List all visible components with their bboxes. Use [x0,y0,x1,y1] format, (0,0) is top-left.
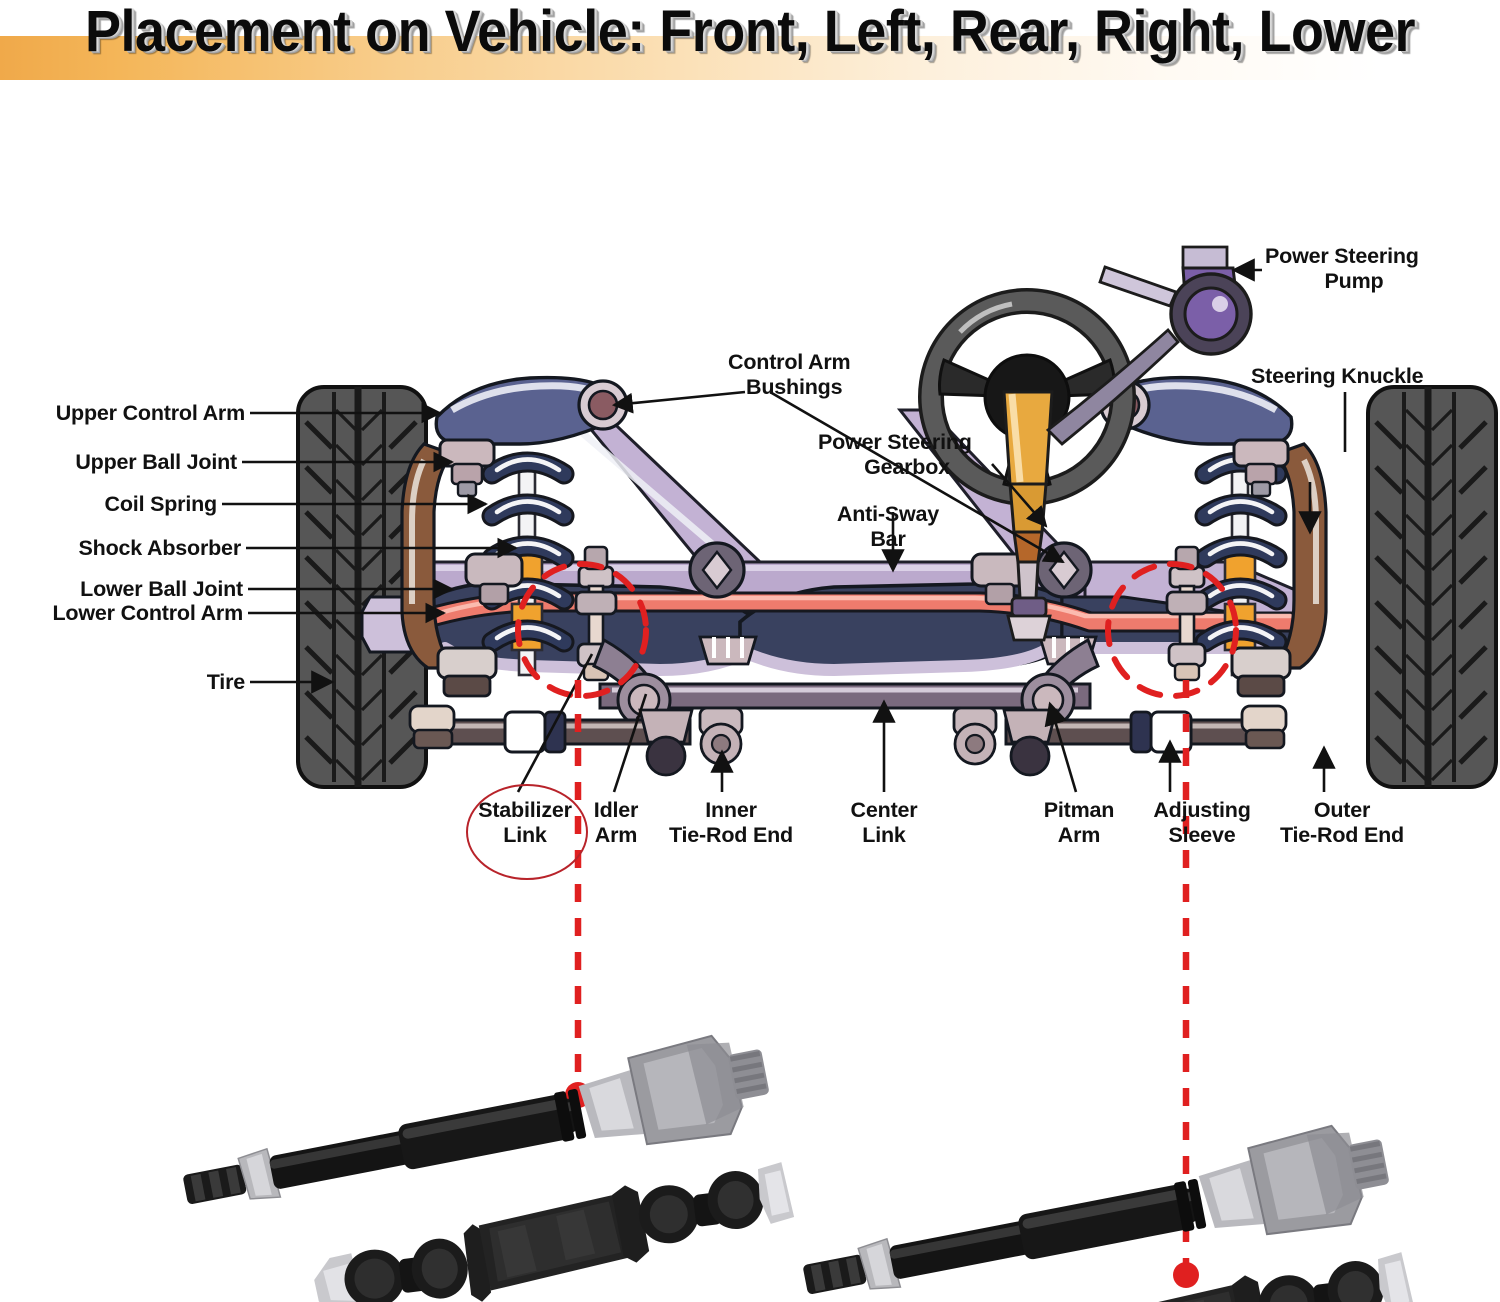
product-inner-tie-rod-left [183,1034,769,1204]
ball-joints-and-bushings [436,438,1292,698]
suspension-diagram [183,245,1498,1302]
label-upper-ball-joint: Upper Ball Joint [75,450,237,474]
label-inner-tie-rod-end-line2: Tie-Rod End [668,823,793,847]
label-pitman-arm-line2: Arm [1057,823,1101,847]
leader-lines-center [881,463,1048,573]
label-coil-spring: Coil Spring [104,492,218,516]
product-inner-tie-rod-right [803,1124,1389,1294]
label-outer-tie-rod-end-line2: Tie-Rod End [1279,823,1404,847]
label-lower-control-arm: Lower Control Arm [52,601,244,625]
title-banner: Placement on Vehicle: Front, Left, Rear,… [0,0,1500,92]
label-control-arm-bushings-line2: Bushings [746,375,843,399]
coil-spring-right [1194,451,1288,677]
steering-linkage [408,637,1288,777]
label-pitman-arm-line1: Pitman [1043,798,1115,822]
label-upper-control-arm: Upper Control Arm [55,401,246,425]
upper-control-arm-left [434,375,629,446]
label-tire: Tire [206,670,245,694]
label-outer-tie-rod-end-line1: Outer [1313,798,1371,822]
highlight-circle-right [1105,561,1239,699]
label-stabilizer-link-line2: Link [503,823,547,847]
label-inner-tie-rod-end-line1: Inner [705,798,757,822]
label-power-steering-pump-line1: Power Steering [1265,244,1419,268]
label-power-steering-pump-line2: Pump [1324,269,1384,293]
label-center-link-line1: Center [850,798,918,822]
label-power-steering-gearbox-line1: Power Steering [818,430,972,454]
label-power-steering-gearbox-line2: Gearbox [864,455,950,479]
anti-sway-bar [404,591,1311,633]
red-connector-right [1173,680,1199,1288]
label-anti-sway-bar-line1: Anti-Sway [836,502,940,526]
label-anti-sway-bar-line2: Bar [870,527,906,551]
banner-gradient-bar [0,36,1500,80]
leader-lines-bushings [611,390,1065,564]
label-shock-absorber: Shock Absorber [78,536,242,560]
diagram-stage: Upper Control Arm Upper Ball Joint Coil … [0,92,1500,1302]
stabilizer-link-callout-ellipse [466,784,588,880]
label-idler-arm-line2: Arm [594,823,638,847]
label-stabilizer-link-line1: Stabilizer [478,798,572,822]
leader-lines-left [222,411,335,694]
steering-column [1002,390,1054,642]
label-adjusting-sleeve-line2: Sleeve [1168,823,1236,847]
stabilizer-link-right-in-diagram [1165,545,1209,682]
label-steering-knuckle: Steering Knuckle [1251,364,1424,388]
power-steering-pump [1045,245,1253,446]
highlight-circle-left [515,561,649,699]
leader-lines-right [1231,258,1347,535]
label-control-arm-bushings-line1: Control Arm [728,350,851,374]
label-idler-arm-line1: Idler [593,798,639,822]
leader-lines-bottom [516,653,1336,793]
product-stabilizer-link-left [314,1162,795,1302]
leader-arrows-into-parts-left [300,402,519,624]
label-center-link-line2: Link [862,823,906,847]
label-lower-ball-joint: Lower Ball Joint [80,577,243,601]
page-title: Placement on Vehicle: Front, Left, Rear,… [84,0,1416,64]
label-adjusting-sleeve-line1: Adjusting [1153,798,1251,822]
tire-right [1366,385,1498,789]
product-stabilizer-link-right [1098,1252,1415,1302]
